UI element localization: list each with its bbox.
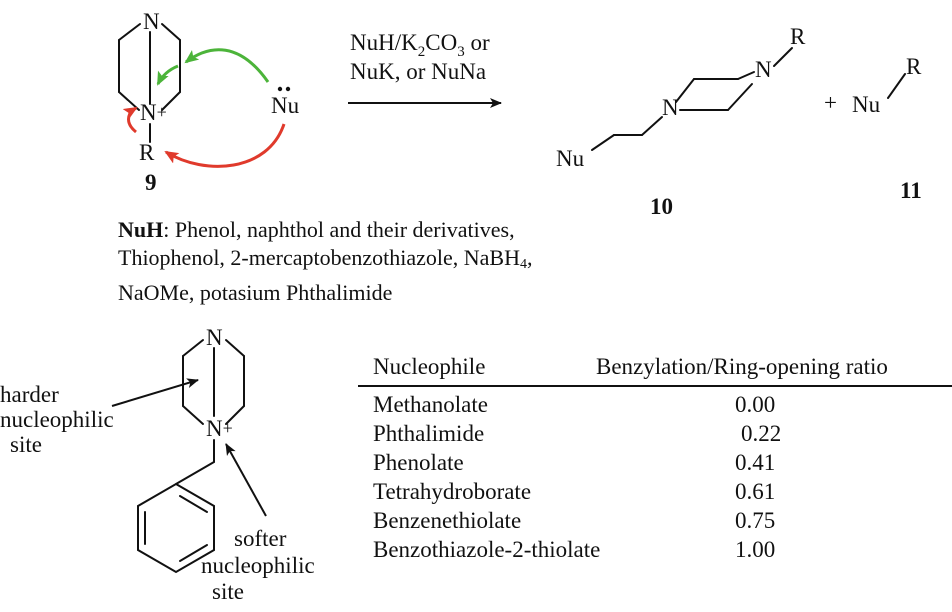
compound-10-label: 10: [650, 194, 673, 219]
benzyl-dabco-n-plus: N+: [206, 416, 233, 441]
table-row: Phthalimide 0.22: [373, 421, 781, 446]
compound-9-r: R: [139, 140, 155, 165]
compound-10-r: R: [790, 24, 806, 49]
compound-11-label: 11: [900, 178, 922, 203]
red-curly-arrow-small: [122, 106, 138, 134]
benzyl-dabco-structure: N N+: [137, 325, 245, 574]
table-header-nucleophile: Nucleophile: [373, 354, 485, 379]
softer-site-label-1: softer: [234, 526, 287, 551]
nucleophile-attacking: Nu: [271, 86, 300, 118]
harder-site-label-3: site: [10, 432, 42, 457]
table-cell-nucleophile: Tetrahydroborate: [373, 479, 531, 504]
table-row: Benzenethiolate 0.75: [373, 508, 775, 533]
reagent-line-1: NuH/K2CO3 or: [350, 30, 490, 60]
table-cell-ratio: 1.00: [735, 537, 775, 562]
nucleophile-label: Nu: [271, 93, 300, 118]
table-cell-ratio: 0.41: [735, 450, 775, 475]
table-cell-ratio: 0.22: [741, 421, 781, 446]
compound-11-r: R: [906, 54, 922, 79]
nuh-label: NuH: [118, 217, 164, 242]
red-curly-arrow: [164, 123, 286, 168]
compound-10-n-left: N: [662, 95, 679, 120]
plus-sign: +: [824, 90, 837, 115]
table-cell-nucleophile: Phenolate: [373, 450, 464, 475]
benzyl-dabco-n-top: N: [206, 325, 223, 350]
compound-9-label: 9: [145, 170, 157, 195]
compound-10-n-right: N: [755, 57, 772, 82]
table-cell-nucleophile: Benzothiazole-2-thiolate: [373, 537, 600, 562]
table-cell-nucleophile: Methanolate: [373, 392, 488, 417]
table-cell-ratio: 0.75: [735, 508, 775, 533]
compound-9-structure: N N+ R 9: [118, 9, 181, 195]
reagent-line-2: NuK, or NuNa: [350, 59, 486, 84]
compound-11-structure: Nu R 11: [852, 54, 922, 203]
table-header-ratio: Benzylation/Ring-opening ratio: [596, 354, 888, 379]
nuh-line-2: Thiophenol, 2-mercaptobenzothiazole, NaB…: [118, 245, 533, 272]
harder-site-label-1: harder: [0, 382, 59, 407]
table-cell-ratio: 0.61: [735, 479, 775, 504]
green-curly-arrow: [184, 48, 270, 83]
harder-site-label-2: nucleophilic: [0, 407, 114, 432]
compound-9-n-top: N: [143, 9, 160, 34]
table-row: Benzothiazole-2-thiolate 1.00: [373, 537, 775, 562]
table-row: Tetrahydroborate 0.61: [373, 479, 775, 504]
table-cell-ratio: 0.00: [735, 392, 775, 417]
softer-site-arrow: [225, 443, 267, 517]
table-row: Methanolate 0.00: [373, 392, 775, 417]
nuh-description: NuH: Phenol, naphthol and their derivati…: [118, 216, 638, 307]
ratio-table: Nucleophile Benzylation/Ring-opening rat…: [358, 354, 952, 562]
compound-10-nu: Nu: [556, 146, 585, 171]
compound-9-n-plus: N+: [140, 100, 167, 125]
compound-11-nu: Nu: [852, 92, 881, 117]
nuh-line-3: NaOMe, potasium Phthalimide: [118, 280, 393, 305]
green-curly-arrow-inner: [156, 64, 179, 86]
harder-site-arrow: [111, 378, 199, 407]
softer-site-label-3: site: [212, 579, 244, 604]
table-row: Phenolate 0.41: [373, 450, 775, 475]
table-cell-nucleophile: Benzenethiolate: [373, 508, 521, 533]
softer-site-label-2: nucleophilic: [201, 553, 315, 578]
nuh-line-1: NuH: Phenol, naphthol and their derivati…: [118, 217, 515, 242]
reaction-conditions: NuH/K2CO3 or NuK, or NuNa: [350, 30, 490, 84]
table-cell-nucleophile: Phthalimide: [373, 421, 484, 446]
compound-10-structure: Nu N N R 10: [556, 24, 806, 219]
